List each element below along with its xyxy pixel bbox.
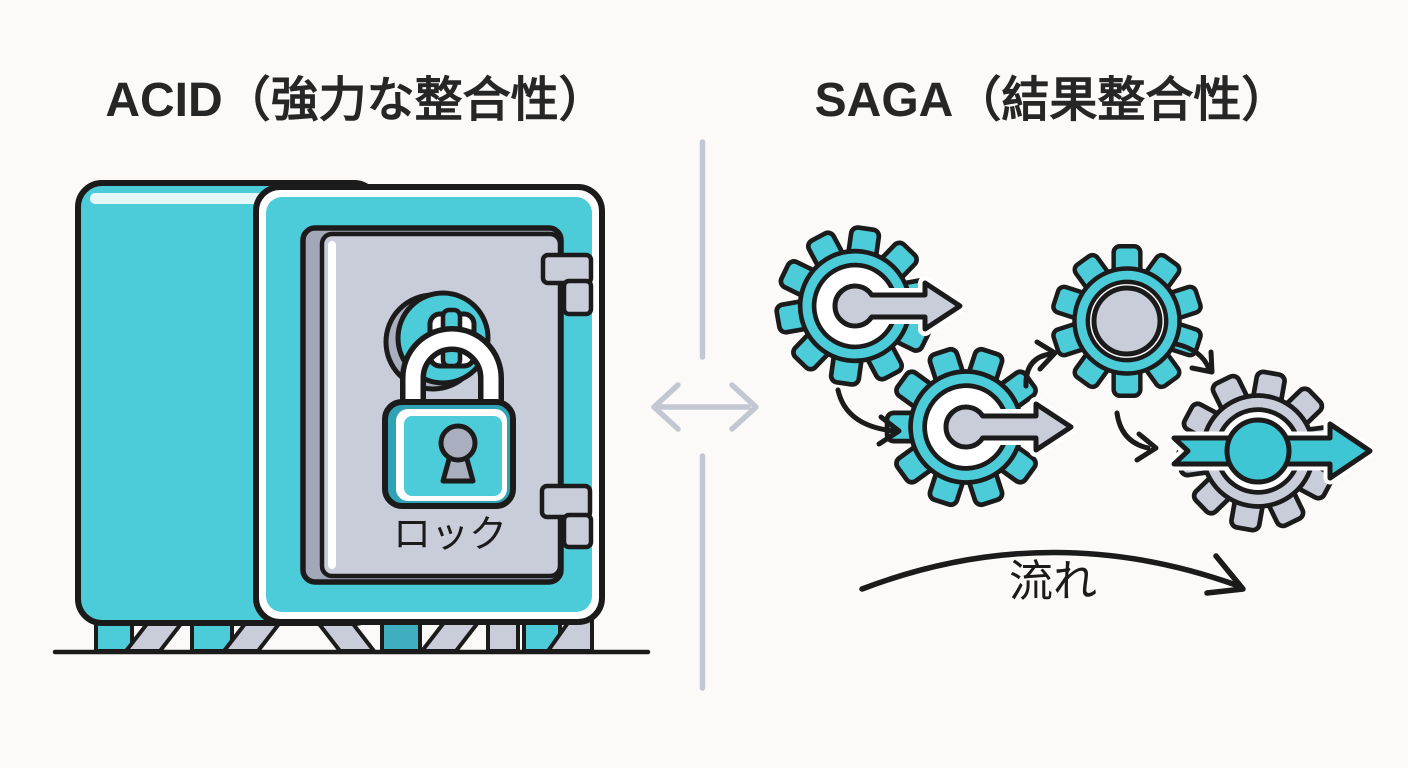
step-arrow-3-icon — [1173, 341, 1215, 375]
padlock-icon — [382, 290, 516, 509]
step-arrow-4-icon — [1114, 410, 1159, 463]
gear-3-icon — [1052, 246, 1202, 396]
door-edge-highlight — [328, 241, 336, 569]
safe-hinge-top — [540, 252, 594, 317]
keyhole-icon — [438, 423, 478, 484]
safe-hinge-bottom — [539, 483, 594, 550]
left-title: ACID（強力な整合性） — [105, 74, 606, 127]
gear-workflow: 流れ — [766, 218, 1377, 606]
step-arrows — [835, 339, 1215, 463]
gear-4-icon — [1166, 359, 1377, 542]
divider — [651, 139, 759, 691]
gear-2-arrow — [946, 404, 1071, 450]
compare-arrows-icon — [651, 382, 759, 432]
gear-4-hub — [1224, 417, 1292, 485]
step-arrow-2-icon — [1023, 339, 1058, 389]
flow-arrow-icon — [859, 549, 1246, 596]
step-arrow-1-icon — [835, 387, 902, 447]
gear-3-hub — [1091, 285, 1163, 357]
flow-label: 流れ — [1009, 557, 1097, 606]
gear-4-arrow — [1167, 413, 1377, 489]
safe-icon: ロック — [52, 180, 651, 655]
right-title: SAGA（結果整合性） — [815, 74, 1290, 127]
lock-label: ロック — [393, 514, 507, 556]
gear-1-arrow — [835, 283, 960, 329]
padlock-shackle — [400, 326, 504, 414]
